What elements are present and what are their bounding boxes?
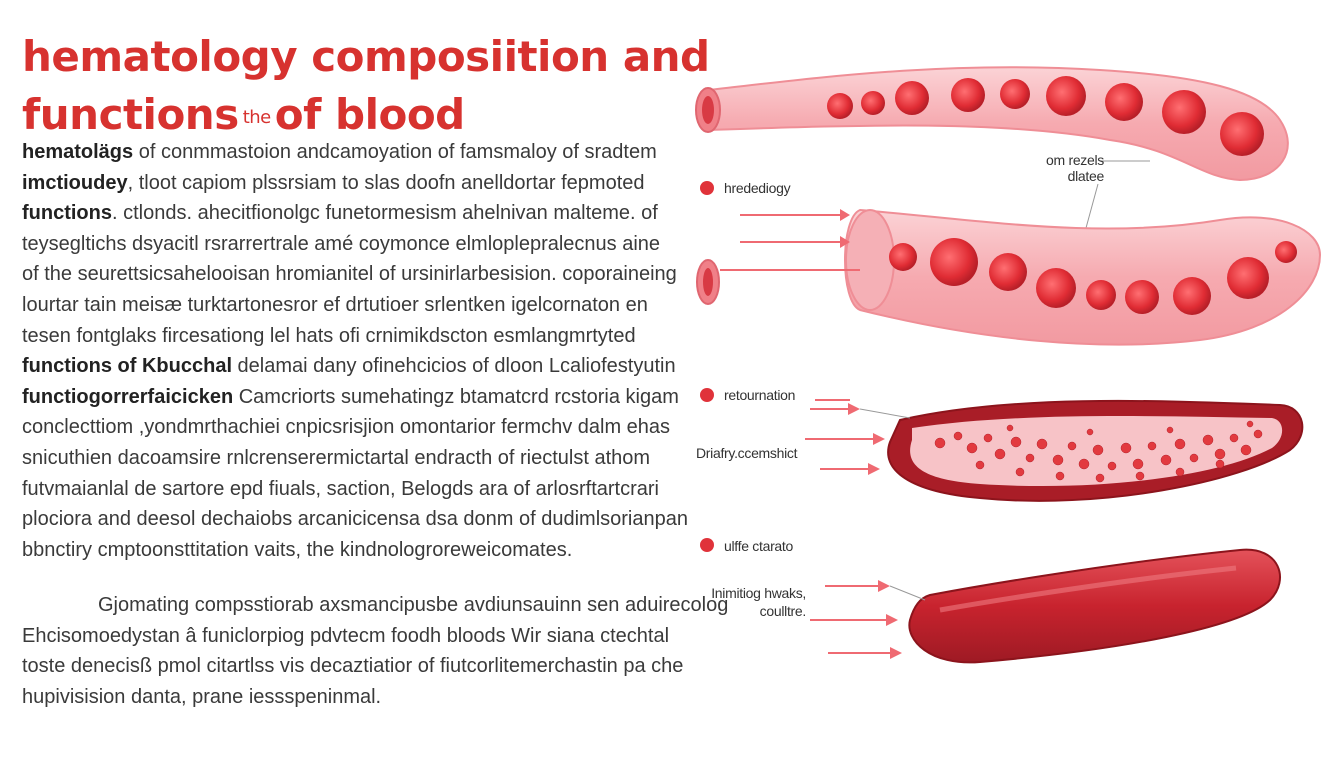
- blood-vessel-diagram: om rezels dlatee hredediogy retournation…: [680, 40, 1330, 730]
- paragraph-line: bbnctiry cmptoonsttitation vaits, the ki…: [22, 535, 662, 566]
- paragraph-line: teysegltichs dsyacitl rsrarrertrale amé …: [22, 229, 662, 260]
- label-1: hredediogy: [724, 180, 791, 196]
- paragraph-line: futvmaianlal de sartore epd fiuals, sact…: [22, 474, 662, 505]
- arrow-head: [840, 209, 850, 221]
- paragraph-line: Gjomating compsstiorab axsmancipusbe avd…: [98, 594, 729, 616]
- paragraph-text: futvmaianlal de sartore epd fiuals, sact…: [22, 477, 659, 500]
- paragraph-text: bbnctiry cmptoonsttitation vaits, the ki…: [22, 538, 573, 561]
- arrow-head: [840, 236, 850, 248]
- label-3: Driafry.ccemshict: [696, 445, 798, 461]
- paragraph-text: snicuthien dacoamsire rnlcrenserermictar…: [22, 446, 651, 469]
- label-4: ulffe ctarato: [724, 538, 793, 554]
- paragraph-line: lourtar tain meisæ turktartonesror ef dr…: [22, 290, 662, 321]
- paragraph-line: toste denecisß pmol citartlss vis decazt…: [22, 655, 684, 678]
- paragraph-bold-term: imctioudey: [22, 171, 128, 194]
- paragraph-text: . ctlonds. ahecitfionolgc funetormesism …: [112, 202, 658, 225]
- label-text: om rezels: [1046, 152, 1104, 168]
- paragraph-bold-term: hematolägs: [22, 141, 134, 163]
- paragraph-text: teysegltichs dsyacitl rsrarrertrale amé …: [22, 232, 661, 255]
- paragraph-line: snicuthien dacoamsire rnlcrenserermictar…: [22, 443, 662, 474]
- leader-line: [859, 408, 911, 419]
- label-text: coulltre.: [759, 603, 807, 619]
- bullet-dot: [700, 181, 714, 195]
- arrow-head: [878, 580, 890, 592]
- label-top-vessel: om rezels dlatee: [1038, 152, 1104, 184]
- paragraph-text: of conmmastoion andcamoyation of famsmal…: [133, 141, 657, 163]
- arrow-head: [868, 463, 880, 475]
- paragraph-bold-term: functions: [22, 202, 112, 225]
- paragraph-line: plociora and deesol dechaiobs arcanicice…: [22, 504, 688, 535]
- title-line-1: hematology composiition and: [22, 32, 710, 81]
- paragraph-text: lourtar tain meisæ turktartonesror ef dr…: [22, 293, 648, 316]
- paragraph-2: Gjomating compsstiorab axsmancipusbe avd…: [22, 590, 729, 712]
- label-5: Inimitiog hwaks, coulltre.: [690, 584, 806, 620]
- arrow-head: [873, 433, 885, 445]
- paragraph-text: conclecttiom ,yondmrthachiei cnpicsrisji…: [22, 416, 671, 439]
- vessel-3: [887, 399, 1304, 502]
- bullet-dot: [700, 388, 714, 402]
- arrow-head: [886, 614, 898, 626]
- title-line-2-start: functions: [22, 90, 239, 139]
- label-text: dlatee: [1067, 168, 1105, 184]
- vessel-illustration: [695, 66, 1322, 664]
- vessel-1: [695, 66, 1289, 182]
- paragraph-text: Camcriorts sumehatingz btamatcrd rcstori…: [233, 385, 679, 408]
- paragraph-line: of the seurettsicsahelooisan hromianitel…: [22, 259, 677, 290]
- title-line-2-end: of blood: [274, 90, 465, 139]
- paragraph-bold-term: functiogorrerfaicicken: [22, 385, 234, 408]
- arrow-head: [890, 647, 902, 659]
- paragraph-line: hematolägs of conmmastoion andcamoyation…: [22, 137, 662, 168]
- paragraph-line: functiogorrerfaicicken Camcriorts sumeha…: [22, 382, 679, 413]
- title-line-2-small: the: [242, 106, 272, 128]
- leader-line: [889, 585, 926, 601]
- bullet-dot: [700, 538, 714, 552]
- label-2: retournation: [724, 387, 796, 403]
- paragraph-line: tesen fontglaks fircesationg lel hats of…: [22, 321, 662, 352]
- paragraph-line: imctioudey, tloot capiom plssrsiam to sl…: [22, 168, 662, 199]
- paragraph-text: plociora and deesol dechaiobs arcanicice…: [22, 508, 688, 531]
- paragraph-line: hupivisision danta, prane iessspeninmal.: [22, 685, 382, 708]
- paragraph-line: conclecttiom ,yondmrthachiei cnpicsrisji…: [22, 412, 670, 443]
- paragraph-line: Ehcisomoedystan â funiclorpiog pdvtecm f…: [22, 624, 670, 647]
- paragraph-text: delamai dany ofinehcicios of dloon Lcali…: [232, 355, 676, 378]
- paragraph-1: hematolägs of conmmastoion andcamoyation…: [22, 137, 688, 566]
- arrow-head: [848, 403, 860, 415]
- small-cells: [934, 420, 1263, 483]
- paragraph-line: functions of Kbucchal delamai dany ofine…: [22, 351, 676, 382]
- paragraph-text: tesen fontglaks fircesationg lel hats of…: [22, 324, 636, 347]
- vessel-2: [696, 208, 1322, 346]
- paragraph-text: of the seurettsicsahelooisan hromianitel…: [22, 263, 677, 286]
- paragraph-text: , tloot capiom plssrsiam to slas doofn a…: [127, 171, 645, 194]
- paragraph-bold-term: functions of Kbucchal: [22, 355, 232, 378]
- vessel-4: [908, 548, 1281, 664]
- label-text: Inimitiog hwaks,: [711, 585, 806, 601]
- paragraph-line: functions. ctlonds. ahecitfionolgc funet…: [22, 198, 662, 229]
